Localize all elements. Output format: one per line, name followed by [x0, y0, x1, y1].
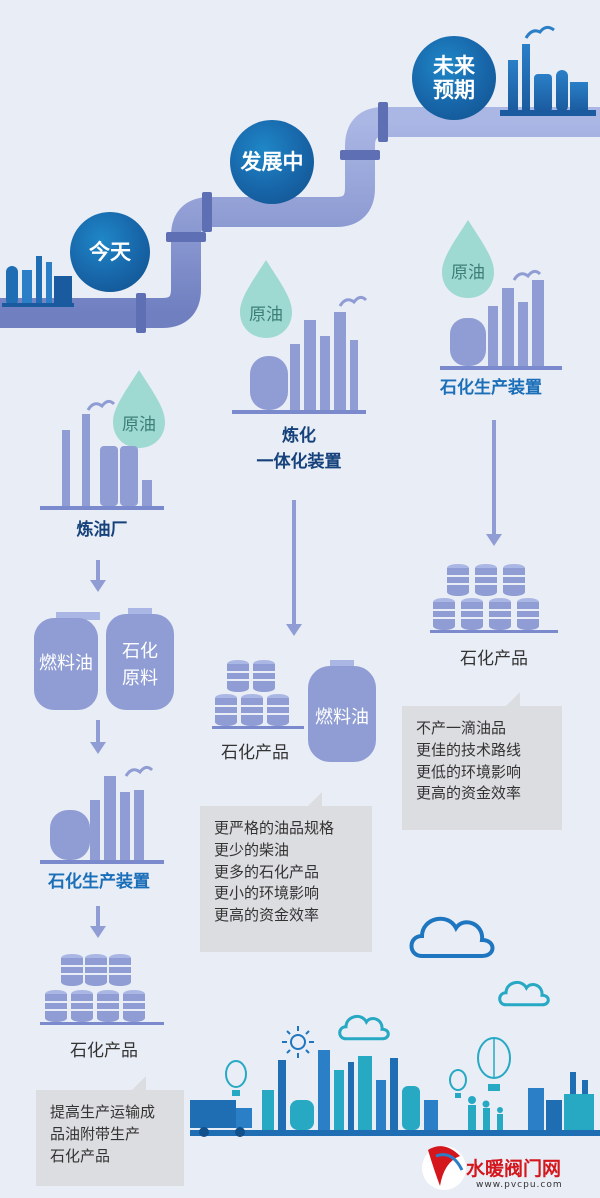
petchem-unit-label-1: 石化生产装置: [48, 872, 150, 892]
product-label-1: 石化产品: [70, 1041, 138, 1061]
crude-oil-label-2: 原油: [249, 305, 283, 325]
refinery-plant-icon: [40, 399, 164, 510]
note-refinery-line: 石化产品: [50, 1146, 111, 1165]
pipe-joint: [166, 232, 206, 242]
balloon-icon: [449, 1069, 467, 1098]
balloon-icon: [477, 1037, 511, 1091]
petchem-plant-icon-1: [40, 765, 164, 864]
note-future-line: 不产一滴油品: [416, 719, 507, 737]
note-integrated-line: 更严格的油品规格: [214, 819, 335, 837]
fuel-oil-label-2: 燃料油: [315, 707, 369, 728]
fuel-oil-tank-1: [34, 612, 100, 710]
pipe-joint: [202, 192, 212, 232]
future-plant-icon: [440, 269, 562, 370]
petchem-feed-line1: 石化: [122, 641, 158, 662]
arrow-down: [90, 720, 106, 754]
integrated-unit-line1: 炼化: [282, 426, 316, 446]
note-future-line: 更高的资金效率: [416, 784, 522, 803]
product-label-3: 石化产品: [460, 649, 528, 669]
arrow-down: [486, 420, 502, 546]
arrow-down: [286, 500, 302, 636]
arrow-down: [90, 906, 106, 938]
note-refinery-line: 提高生产运输成: [50, 1103, 156, 1121]
barrels-2: [212, 659, 304, 729]
stage-developing-label: 发展中: [240, 149, 304, 174]
factory-icon-today: [2, 256, 74, 307]
barrels-3: [430, 563, 558, 633]
fuel-oil-label-1: 燃料油: [39, 653, 93, 674]
factory-icon-future: [500, 25, 596, 116]
pipe-joint: [340, 150, 380, 160]
stage-future-circle: 未来 预期: [412, 36, 496, 120]
petchem-feed-label: 石化 原料: [106, 638, 174, 692]
crude-drop-1: [113, 370, 165, 448]
watermark-logo: [422, 1146, 466, 1190]
stage-future-line1: 未来: [433, 53, 475, 78]
integrated-unit-line2: 一体化装置: [256, 451, 342, 472]
balloon-icon: [225, 1060, 247, 1096]
refinery-label: 炼油厂: [76, 520, 128, 540]
truck-icon: [190, 1100, 236, 1128]
note-refinery: 提高生产运输成 品油附带生产 石化产品: [36, 1076, 184, 1186]
petchem-unit-label-3: 石化生产装置: [440, 378, 542, 398]
cloud-icon: [409, 916, 495, 958]
stage-future-line2: 预期: [433, 78, 475, 102]
note-refinery-line: 品油附带生产: [50, 1124, 141, 1143]
watermark-brand: 水暖阀门网: [466, 1158, 562, 1180]
pipe-joint: [378, 102, 388, 142]
petchem-feed-line2: 原料: [122, 668, 158, 689]
note-integrated-line: 更小的环境影响: [214, 884, 320, 903]
cloud-icon: [338, 1014, 390, 1041]
note-future: 不产一滴油品 更佳的技术路线 更低的环境影响 更高的资金效率: [402, 692, 562, 830]
stage-today-label: 今天: [89, 239, 131, 264]
integrated-unit-label: 炼化 一体化装置: [232, 424, 366, 475]
industrial-skyline: [190, 1050, 600, 1137]
petchem-feed-tank: [106, 608, 174, 710]
barrels-1: [40, 953, 164, 1025]
pipeline: [0, 102, 600, 333]
crude-oil-label-3: 原油: [451, 263, 485, 283]
crude-drop-2: [240, 260, 292, 338]
product-label-2: 石化产品: [221, 743, 289, 763]
sun-icon: [282, 1026, 314, 1058]
note-integrated-line: 更多的石化产品: [214, 862, 320, 881]
note-future-line: 更低的环境影响: [416, 762, 522, 781]
note-future-line: 更佳的技术路线: [416, 740, 522, 759]
note-integrated: 更严格的油品规格 更少的柴油 更多的石化产品 更小的环境影响 更高的资金效率: [200, 792, 372, 952]
arrow-down: [90, 560, 106, 592]
crude-oil-label-1: 原油: [122, 415, 156, 435]
fuel-oil-tank-2: [308, 660, 376, 762]
note-integrated-line: 更高的资金效率: [214, 906, 320, 924]
stage-today-circle: 今天: [70, 212, 150, 292]
integrated-plant-icon: [232, 295, 368, 414]
stage-developing-circle: 发展中: [230, 120, 314, 204]
watermark-url: www.pvcpu.com: [476, 1180, 563, 1190]
pipe-joint: [136, 293, 146, 333]
note-integrated-line: 更少的柴油: [214, 840, 290, 859]
cloud-icon: [498, 980, 550, 1007]
